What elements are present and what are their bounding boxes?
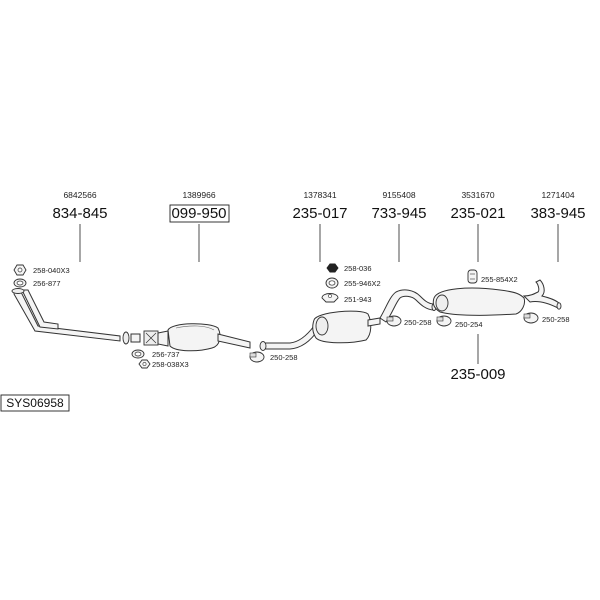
middle-silencer [259, 310, 381, 351]
small-part-label: 256-877 [33, 279, 61, 288]
part-number[interactable]: 834-845 [52, 205, 107, 222]
clamp-icon [436, 315, 452, 327]
small-part-label: 258-036 [344, 264, 372, 273]
catalytic-converter [130, 323, 251, 352]
rubber-ring-icon [325, 277, 339, 289]
front-pipe [11, 288, 130, 345]
diagram-id: SYS06958 [6, 396, 64, 410]
small-part-label: 251-943 [344, 295, 372, 304]
small-part-label: 258-040X3 [33, 266, 70, 275]
tail-pipe [522, 279, 562, 310]
clamp-icon [386, 315, 402, 327]
gasket-icon [131, 349, 145, 359]
diagram-id-box [0, 394, 70, 412]
part-number[interactable]: 235-021 [450, 205, 505, 222]
small-part-label: 250-258 [542, 315, 570, 324]
oem-number: 1378341 [303, 190, 336, 200]
part-number[interactable]: 235-017 [292, 205, 347, 222]
part-number[interactable]: 235-009 [450, 366, 505, 383]
oem-number: 1271404 [541, 190, 574, 200]
part-number[interactable]: 383-945 [530, 205, 585, 222]
small-part-label: 255-854X2 [481, 275, 518, 284]
nut-icon [138, 359, 151, 369]
highlight-box [169, 204, 230, 223]
small-part-label: 250-258 [270, 353, 298, 362]
clamp-icon [249, 351, 265, 363]
oem-number: 6842566 [63, 190, 96, 200]
part-number-highlighted[interactable]: 099-950 [171, 205, 226, 222]
small-part-label: 256-737 [152, 350, 180, 359]
oem-number: 9155408 [382, 190, 415, 200]
small-part-label: 250-258 [404, 318, 432, 327]
rubber-mount-icon [467, 269, 478, 284]
rear-silencer [432, 287, 525, 316]
nut-icon [13, 264, 27, 276]
oem-number: 1389966 [182, 190, 215, 200]
clamp-icon [523, 312, 539, 324]
bracket-icon [321, 293, 339, 303]
nut-icon [326, 263, 339, 273]
small-part-label: 250-254 [455, 320, 483, 329]
part-number[interactable]: 733-945 [371, 205, 426, 222]
small-part-label: 258-038X3 [152, 360, 189, 369]
small-part-label: 255-946X2 [344, 279, 381, 288]
oem-number: 3531670 [461, 190, 494, 200]
gasket-icon [13, 278, 27, 288]
